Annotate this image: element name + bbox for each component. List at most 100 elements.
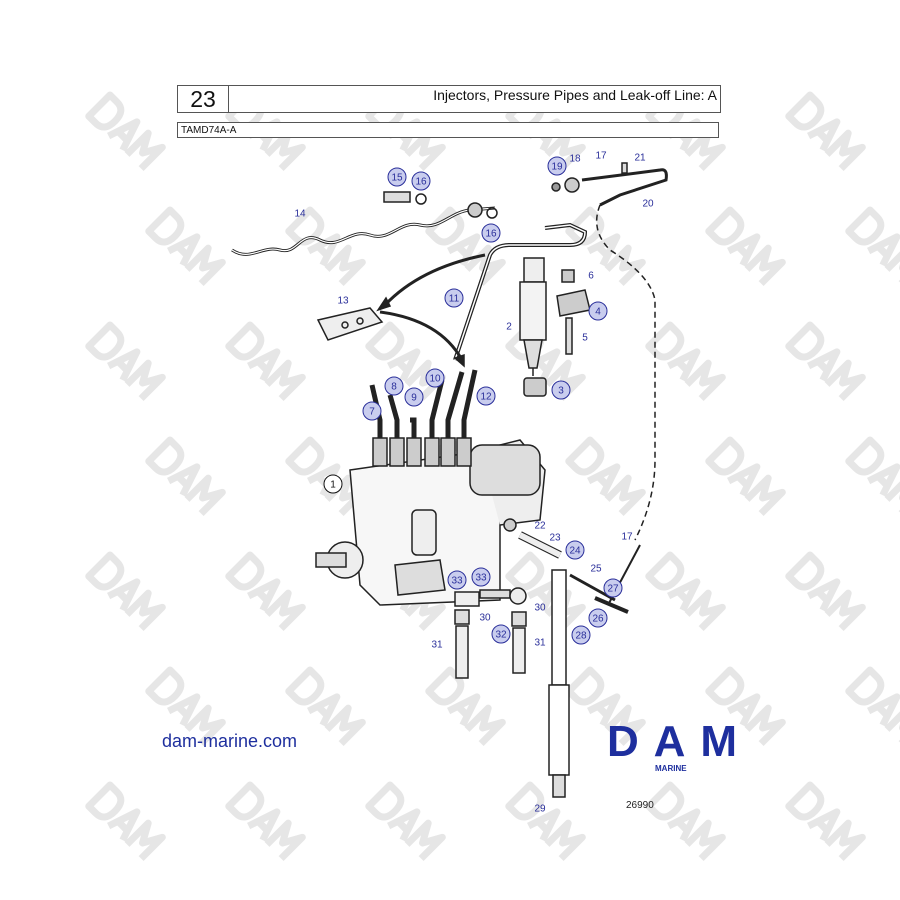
- watermark-mark: [365, 781, 446, 862]
- callout-number: 31: [431, 640, 443, 651]
- callout-33: 33: [447, 570, 467, 590]
- callout-number: 15: [391, 173, 403, 184]
- callout-number: 14: [294, 209, 306, 220]
- delivery-valve: [424, 437, 440, 467]
- callout-8: 8: [384, 376, 404, 396]
- callout-16: 16: [411, 171, 431, 191]
- watermark-mark: [85, 781, 166, 862]
- callout-26: 26: [588, 608, 608, 628]
- callout-3: 3: [551, 380, 571, 400]
- callout-17: 17: [595, 151, 607, 162]
- callout-1: 1: [323, 474, 343, 494]
- watermark-mark: [425, 666, 506, 747]
- watermark-mark: [425, 206, 506, 287]
- callout-25: 25: [590, 564, 602, 575]
- callout-number: 33: [475, 573, 487, 584]
- watermark-mark: [225, 551, 306, 632]
- injection-pipe: [410, 417, 417, 440]
- watermark-mark: [85, 551, 166, 632]
- callout-number: 10: [429, 374, 441, 385]
- callout-24: 24: [565, 540, 585, 560]
- watermark-mark: [565, 666, 646, 747]
- watermark-mark: [505, 91, 586, 172]
- watermark-mark: [145, 666, 226, 747]
- watermark-mark: [225, 781, 306, 862]
- callout-number: 31: [534, 638, 546, 649]
- injection-pipe: [369, 384, 383, 440]
- watermark-mark: [645, 781, 726, 862]
- watermark-mark: [285, 206, 366, 287]
- delivery-valve: [389, 437, 405, 467]
- callout-number: 33: [451, 576, 463, 587]
- callout-19: 19: [547, 156, 567, 176]
- callout-number: 26: [592, 614, 604, 625]
- callout-number: 16: [415, 177, 427, 188]
- callout-13: 13: [337, 296, 349, 307]
- callout-number: 18: [569, 154, 581, 165]
- callout-number: 19: [551, 162, 563, 173]
- section-number: 23: [178, 86, 229, 112]
- callout-18: 18: [569, 154, 581, 165]
- watermark-mark: [705, 206, 786, 287]
- watermark-mark: [845, 436, 900, 517]
- callout-33: 33: [471, 567, 491, 587]
- watermark-mark: [705, 436, 786, 517]
- callout-number: 9: [411, 393, 417, 404]
- delivery-valve: [456, 437, 472, 467]
- callout-number: 25: [590, 564, 602, 575]
- callout-number: 1: [330, 480, 336, 491]
- callout-7: 7: [362, 401, 382, 421]
- watermark-mark: [785, 91, 866, 172]
- watermark-mark: [145, 436, 226, 517]
- section-header: 23 Injectors, Pressure Pipes and Leak-of…: [177, 85, 721, 113]
- callout-number: 11: [449, 294, 460, 305]
- watermark-mark: [225, 91, 306, 172]
- watermark-mark: [505, 781, 586, 862]
- watermark-mark: [145, 206, 226, 287]
- callout-number: 21: [634, 153, 646, 164]
- callout-number: 30: [534, 603, 546, 614]
- website-link[interactable]: dam-marine.com: [162, 731, 298, 751]
- callout-31: 31: [431, 640, 443, 651]
- callout-number: 22: [534, 521, 546, 532]
- callout-15: 15: [387, 167, 407, 187]
- delivery-valve: [406, 437, 422, 467]
- injection-pipe: [461, 369, 478, 440]
- logo-text: DAM: [607, 722, 737, 766]
- watermark-mark: [845, 206, 900, 287]
- watermark-mark: [785, 551, 866, 632]
- callout-number: 7: [369, 407, 375, 418]
- callout-number: 6: [588, 271, 594, 282]
- callout-14: 14: [294, 209, 306, 220]
- callout-9: 9: [404, 387, 424, 407]
- watermark-mark: [285, 666, 366, 747]
- injection-pipe: [387, 394, 400, 440]
- watermark-mark: [365, 91, 446, 172]
- watermark-mark: [785, 321, 866, 402]
- callout-number: 13: [337, 296, 349, 307]
- watermark-mark: [85, 321, 166, 402]
- watermark-mark: [645, 321, 726, 402]
- watermark-mark: [645, 551, 726, 632]
- callout-number: 17: [595, 151, 607, 162]
- callout-4: 4: [588, 301, 608, 321]
- callout-number: 2: [506, 322, 512, 333]
- callout-20: 20: [642, 199, 654, 210]
- watermark-mark: [785, 781, 866, 862]
- callout-32: 32: [491, 624, 511, 644]
- callout-23: 23: [549, 533, 561, 544]
- callout-22: 22: [534, 521, 546, 532]
- page-title: Injectors, Pressure Pipes and Leak-off L…: [433, 87, 717, 103]
- callout-number: 23: [549, 533, 561, 544]
- callout-29: 29: [534, 804, 546, 815]
- drawing-number: 26990: [626, 800, 654, 811]
- callout-31: 31: [534, 638, 546, 649]
- callout-5: 5: [582, 333, 588, 344]
- callout-2: 2: [506, 322, 512, 333]
- callout-16: 16: [481, 223, 501, 243]
- callout-number: 5: [582, 333, 588, 344]
- callout-number: 32: [495, 630, 507, 641]
- callout-28: 28: [571, 625, 591, 645]
- callout-17: 17: [621, 532, 633, 543]
